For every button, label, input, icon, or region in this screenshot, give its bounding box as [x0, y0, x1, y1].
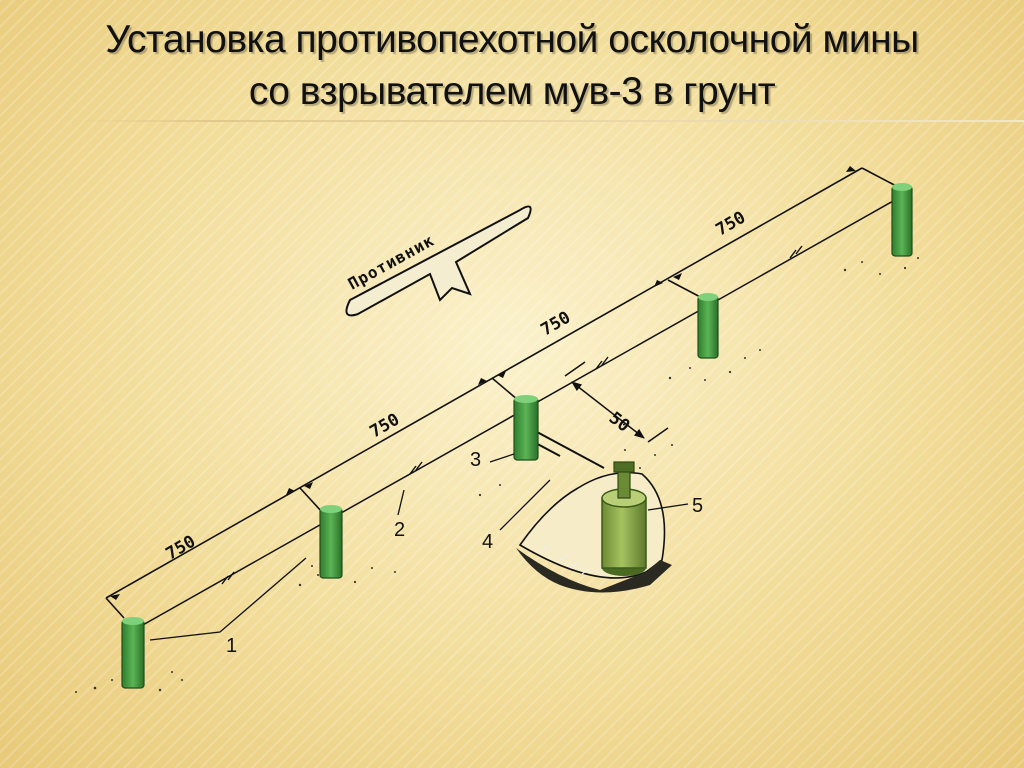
stake-5	[891, 183, 913, 257]
dim-label-50: 50	[605, 408, 633, 436]
stake-1	[121, 617, 145, 689]
title-underline	[70, 120, 1024, 122]
callout-3: 3	[470, 449, 481, 471]
dimension-line-top	[105, 167, 901, 619]
callout-leaders	[149, 453, 689, 641]
dimension-50	[564, 361, 669, 443]
dimension-ticks	[110, 166, 856, 600]
tripwire-marks	[221, 245, 803, 585]
dim-label-1: 750	[163, 532, 200, 565]
slide-title: Установка противопехотной осколочной мин…	[0, 14, 1024, 118]
callout-5: 5	[692, 495, 703, 517]
callout-2: 2	[394, 519, 405, 541]
callout-4: 4	[482, 531, 493, 553]
title-line-1: Установка противопехотной осколочной мин…	[105, 18, 919, 61]
enemy-direction-arrow	[345, 205, 532, 317]
stake-2	[319, 505, 343, 579]
ground-texture	[75, 257, 919, 693]
stake-4	[697, 293, 719, 359]
dim-label-2: 750	[367, 410, 404, 443]
stake-3	[513, 395, 539, 461]
mine-body	[601, 461, 647, 576]
title-line-2: со взрывателем мув-3 в грунт	[248, 70, 776, 113]
callout-1: 1	[226, 635, 237, 657]
